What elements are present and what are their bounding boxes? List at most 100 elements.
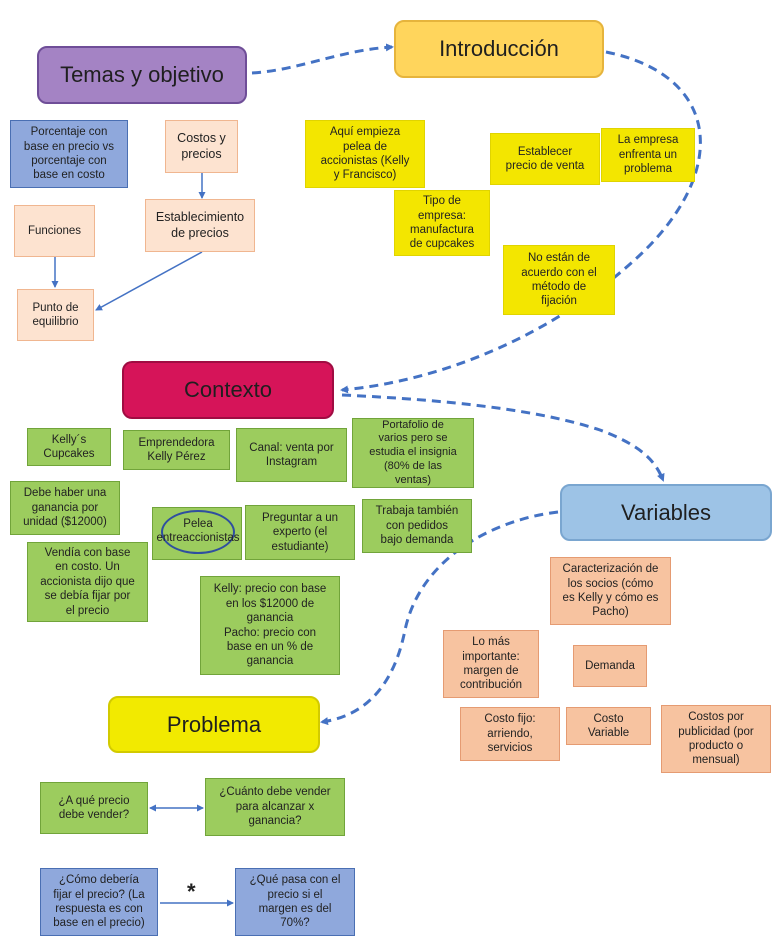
node-line: precios (181, 146, 222, 161)
node-demanda: Demanda (573, 645, 647, 687)
node-line: varios pero se (378, 432, 448, 445)
node-line: ganancia por (31, 501, 99, 514)
node-line: Funciones (27, 224, 82, 237)
node-line: enfrenta un (618, 148, 678, 161)
node-costo-fijo: Costo fijo:arriendo,servicios (460, 707, 560, 761)
node-line: Costo (593, 712, 624, 725)
node-line: porcentaje con (31, 155, 107, 167)
header-introduccion[interactable]: Introducción (394, 20, 604, 78)
node-line: ¿Cuánto debe vender (219, 786, 331, 799)
node-line: estudia el insignia (369, 446, 457, 459)
node-line: publicidad (por (678, 725, 754, 738)
node-line: base en precio vs (23, 140, 115, 153)
node-line: margen es del (258, 903, 332, 915)
node-line: Costos por (688, 711, 744, 724)
node-line: base en el precio) (53, 917, 145, 930)
node-line: Porcentaje con (30, 126, 108, 139)
header-contexto[interactable]: Contexto (122, 361, 334, 419)
node-line: pelea de (342, 140, 388, 153)
node-line: ganancia (246, 655, 294, 668)
node-line: base en costo (33, 169, 105, 182)
node-line: Vendía con base (44, 547, 131, 560)
node-line: ganancia? (248, 815, 302, 828)
node-line: Variable (587, 727, 630, 739)
node-line: Pelea entre (156, 518, 213, 544)
node-line: Canal: venta por (249, 441, 334, 454)
node-line: precio de venta (505, 160, 585, 172)
arrow-variables-to-problema (320, 510, 559, 726)
node-line: es Kelly y cómo es (562, 592, 659, 604)
arrow-contexto-to-variables (341, 393, 665, 482)
node-line: con pedidos (385, 519, 449, 532)
header-temas-label: Temas y objetivo (60, 62, 224, 88)
node-line: Punto de (32, 301, 79, 314)
node-line: ¿Cómo debería (59, 874, 139, 887)
node-line: método de (531, 281, 587, 293)
node-line: manufactura (410, 224, 474, 236)
node-line: debe vender? (58, 809, 130, 821)
node-line: Caracterización de (562, 563, 659, 576)
node-funciones: Funciones (14, 205, 95, 257)
header-variables[interactable]: Variables (560, 484, 772, 541)
node-line: ganancia (246, 612, 294, 625)
node-line: empresa: (418, 209, 466, 222)
header-temas-y-objetivo[interactable]: Temas y objetivo (37, 46, 247, 104)
header-problema[interactable]: Problema (108, 696, 320, 753)
node-line: respuesta es con (55, 903, 143, 915)
node-line: Establecer (517, 145, 573, 158)
node-line: (80% de las (383, 459, 443, 472)
node-line: Trabaja también (375, 505, 459, 518)
node-line: el precio (65, 604, 110, 617)
node-line: accionistas (Kelly (320, 155, 410, 167)
node-line: margen de (463, 665, 519, 677)
node-line: fijar el precio? (La (53, 888, 145, 901)
node-pelea-accionistas: Pelea entreaccionistas (156, 510, 240, 554)
node-a-que-precio: ¿A qué precio debe vender? (40, 782, 148, 834)
node-line: ¿A qué precio (58, 794, 130, 807)
node-line: contribución (459, 679, 522, 692)
arrow-introduccion-to-contexto (340, 50, 702, 394)
node-line: base en un % de (226, 640, 314, 653)
node-line: estudiante) (271, 540, 329, 553)
node-line: Instagram (265, 456, 318, 468)
node-line: Demanda (585, 659, 635, 672)
node-line: en costo. Un (55, 561, 120, 574)
node-line: se debía fijar por (44, 590, 131, 603)
header-variables-label: Variables (620, 499, 712, 525)
arrow-establecimiento-to-equilibrio (95, 251, 203, 311)
node-line: acuerdo con el (521, 266, 597, 279)
node-line: Debe haber una (23, 487, 107, 500)
node-line: Costos y (177, 130, 226, 145)
node-line: Aquí empieza (329, 126, 401, 139)
node-line: ventas) (394, 473, 432, 486)
node-line: unidad ($12000) (23, 516, 107, 529)
node-line: de cupcakes (409, 238, 475, 251)
node-line: ¿Qué pasa con el (249, 874, 341, 887)
node-line: accionista dijo que (40, 575, 135, 588)
node-line: accionistas (182, 532, 240, 544)
node-line: producto o (688, 740, 744, 752)
node-line: equilibrio (32, 316, 79, 328)
node-line: Pacho: precio con (223, 626, 317, 639)
node-line: Preguntar a un (261, 511, 339, 524)
node-line: los socios (cómo (567, 577, 654, 590)
arrow-temas-to-introduccion (251, 43, 394, 75)
node-line: importante: (462, 650, 520, 663)
